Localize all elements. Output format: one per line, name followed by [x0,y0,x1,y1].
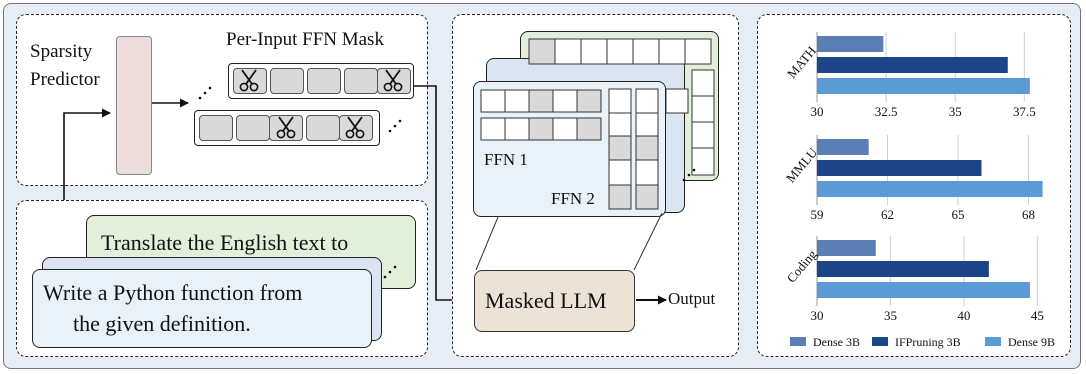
masked-llm-label: Masked LLM [485,288,607,313]
legend-label: Dense 9B [1008,335,1055,349]
prompt-text-front-line1: Write a Python function from [43,280,303,305]
ffn1-weight-rows [480,89,602,141]
axis-label: MATH [784,43,819,81]
tick-label: 59 [811,207,824,222]
ffn-to-llm-line-right [633,212,663,271]
bar-dense-9b [817,78,1030,94]
prompt-to-predictor-connector [63,108,111,200]
mask-row-back [228,63,414,99]
mask-cell-pruned [269,115,303,141]
tick-label: 37.5 [1013,104,1036,119]
ffn-grid-back [528,38,712,65]
tick-label: 65 [952,207,965,222]
tick-label: 35 [884,308,897,323]
tick-label: 68 [1022,207,1035,222]
ffn1-label: FFN 1 [484,150,528,169]
bar-ifpruning-3b [817,160,982,176]
axis-label: MMLU [783,144,821,185]
ellipsis-icon [383,265,397,279]
ellipsis-icon [198,86,402,133]
bar-dense-9b [817,181,1043,197]
bar-dense-9b [817,282,1030,298]
ffn2-weight-columns [608,88,659,210]
output-label: Output [668,289,716,308]
legend-label: IFPruning 3B [895,335,961,349]
legend-swatch [872,337,888,346]
ffn-to-llm-line-left [475,216,499,271]
legend-swatch [790,337,806,346]
ffn-back-columns [665,69,715,176]
legend-label: Dense 3B [813,335,860,349]
ffn2-label: FFN 2 [551,189,595,208]
sparsity-panel [16,14,428,186]
tick-label: 30 [811,104,824,119]
bar-ifpruning-3b [817,57,1008,73]
tick-label: 30 [811,308,824,323]
prompt-text-back: Translate the English text to [101,230,349,255]
tick-label: 62 [881,207,894,222]
tick-label: 35 [949,104,962,119]
masked-llm-block: Masked LLM [474,270,635,332]
tick-label: 40 [957,308,970,323]
bar-dense-3b [817,240,876,256]
bar-ifpruning-3b [817,261,989,277]
prompt-text-front-line2: the given definition. [73,311,251,336]
mask-cell [270,68,304,94]
tick-label: 32.5 [875,104,898,119]
mask-cell [307,68,341,94]
mask-cell [199,115,233,141]
legend-swatch [985,337,1001,346]
bar-dense-3b [817,139,869,155]
axis-label: Coding [783,246,819,285]
bar-dense-3b [817,36,884,52]
predictor-label-line1: Sparsity [30,41,93,62]
predictor-label-line2: Predictor [30,69,100,90]
mask-title: Per-Input FFN Mask [226,29,384,50]
ellipsis-icon [682,168,696,182]
sparsity-predictor-block [116,36,152,175]
prompt-card-front: Write a Python function from the given d… [32,269,372,348]
tick-label: 45 [1031,308,1044,323]
